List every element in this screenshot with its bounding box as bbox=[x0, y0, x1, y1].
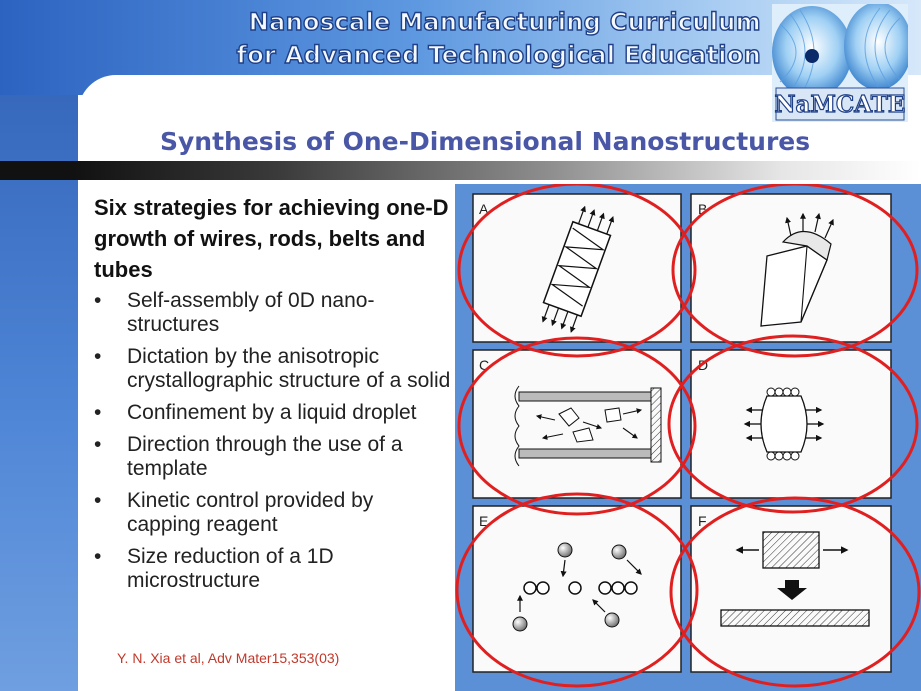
list-item-text: Confinement by a liquid droplet bbox=[127, 401, 417, 424]
list-item-text: Size reduction of a 1D microstructure bbox=[127, 545, 334, 592]
slide-title: Synthesis of One-Dimensional Nanostructu… bbox=[160, 127, 811, 156]
strategy-list: • Self-assembly of 0D nano-structures • Di… bbox=[92, 289, 452, 601]
highlight-circles bbox=[455, 184, 921, 688]
list-item: • Dictation by the anisotropic crystallog… bbox=[92, 345, 452, 393]
circle-c bbox=[457, 336, 697, 516]
panel-label-a: A bbox=[479, 201, 489, 217]
panel-c-drawing bbox=[514, 385, 662, 467]
panel-label-c: C bbox=[479, 357, 489, 373]
panel-label-e: E bbox=[479, 513, 488, 529]
intro-text: Six strategies for achieving one-D growt… bbox=[94, 195, 449, 282]
list-item-text: Dictation by the anisotropic crystallogr… bbox=[127, 345, 451, 392]
bullet-symbol: • bbox=[94, 345, 102, 368]
panel-f-drawing bbox=[720, 531, 870, 627]
list-item: • Kinetic control provided by capping rea… bbox=[92, 489, 452, 537]
list-item: • Self-assembly of 0D nano-structures bbox=[92, 289, 452, 337]
header-line-2: for Advanced Technological Education bbox=[236, 40, 762, 69]
circle-e bbox=[455, 492, 699, 688]
panel-c bbox=[472, 349, 682, 499]
list-item-text: Self-assembly of 0D nano-structures bbox=[127, 289, 375, 336]
list-item: • Size reduction of a 1D microstructure bbox=[92, 545, 452, 593]
list-item: • Direction through the use of a template bbox=[92, 433, 452, 481]
bullet-symbol: • bbox=[94, 545, 102, 568]
circle-a bbox=[457, 184, 697, 358]
panel-d-drawing bbox=[743, 387, 825, 461]
bullet-symbol: • bbox=[94, 401, 102, 424]
citation: Y. N. Xia et al, Adv Mater15,353(03) bbox=[117, 650, 340, 666]
header-title: Nanoscale Manufacturing Curriculum for A… bbox=[236, 6, 762, 72]
strategy-figure: A B C D E F bbox=[455, 184, 921, 691]
circle-f bbox=[669, 496, 921, 688]
logo-text: NaMCATE bbox=[775, 91, 906, 118]
bullet-symbol: • bbox=[94, 489, 102, 512]
header-line-1: Nanoscale Manufacturing Curriculum bbox=[248, 7, 761, 36]
panel-b-drawing bbox=[760, 212, 834, 327]
panel-a-drawing bbox=[541, 205, 615, 333]
circle-b bbox=[671, 184, 919, 358]
list-item-text: Direction through the use of a template bbox=[127, 433, 403, 480]
left-band bbox=[0, 0, 78, 691]
list-item-text: Kinetic control provided by capping reag… bbox=[127, 489, 374, 536]
bullet-symbol: • bbox=[94, 289, 102, 312]
panel-e-drawing bbox=[512, 542, 642, 632]
list-item: • Confinement by a liquid droplet bbox=[92, 401, 452, 425]
panel-label-f: F bbox=[698, 513, 707, 529]
panel-label-b: B bbox=[698, 201, 707, 217]
circle-d bbox=[667, 334, 919, 514]
bullet-symbol: • bbox=[94, 433, 102, 456]
namcate-logo: NaMCATE bbox=[772, 4, 908, 122]
title-underline-bar bbox=[0, 161, 921, 180]
